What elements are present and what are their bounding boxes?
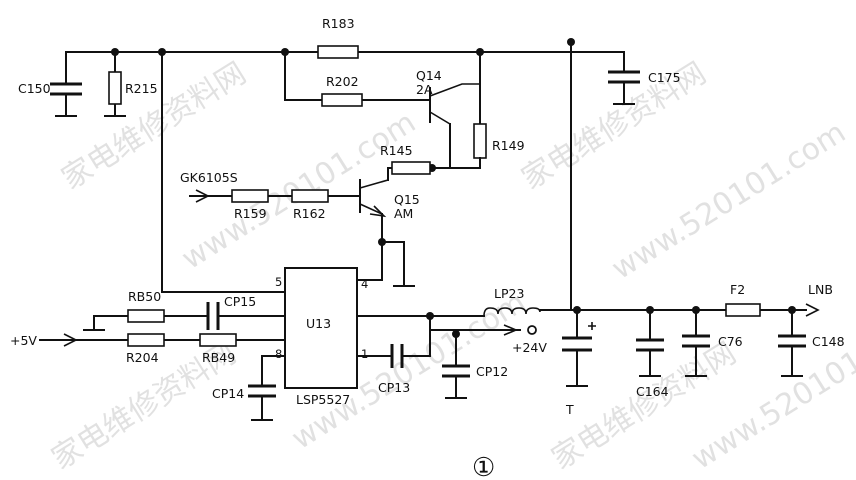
fuse-f2: F2 — [725, 282, 761, 317]
label-cp14: CP14 — [212, 386, 244, 401]
label-rb49: RB49 — [202, 350, 235, 365]
label-lsp5527: LSP5527 — [296, 392, 350, 407]
label-c76: C76 — [718, 334, 743, 349]
pin-1: 1 — [361, 347, 368, 361]
capacitor-cp14: CP14 — [212, 355, 286, 421]
resistor-r183: R183 — [317, 16, 359, 59]
capacitor-c175: C175 — [608, 70, 681, 105]
label-cp15: CP15 — [224, 294, 256, 309]
top-rail — [65, 38, 625, 73]
transistor-q14: Q14 2A — [416, 51, 481, 125]
label-r145: R145 — [380, 143, 413, 158]
label-c148: C148 — [812, 334, 845, 349]
transistor-q15: Q15 AM — [359, 179, 420, 287]
label-c163-partial: T — [565, 402, 574, 417]
label-plus24v: +24V — [512, 340, 547, 355]
label-plus5v: +5V — [10, 333, 37, 348]
resistor-r215: R215 — [104, 51, 158, 117]
pin-5: 5 — [275, 275, 282, 289]
label-u13: U13 — [306, 316, 331, 331]
watermark-url: www.520101.com — [606, 115, 852, 287]
label-lp23: LP23 — [494, 286, 524, 301]
label-rb50: RB50 — [128, 289, 161, 304]
label-q15-type: AM — [394, 206, 413, 221]
resistor-r202: R202 — [284, 51, 431, 107]
capacitor-c164: C164 — [636, 306, 669, 399]
ic-u13: U13 LSP5527 5 4 8 1 — [275, 267, 383, 407]
capacitor-c150: C150 — [18, 51, 82, 117]
rb50-cp15: RB50 CP15 — [83, 289, 286, 331]
label-c150: C150 — [18, 81, 51, 96]
pin-8: 8 — [275, 347, 282, 361]
capacitor-c148: C148 — [778, 306, 845, 377]
label-r159: R159 — [234, 206, 267, 221]
resistor-r145: R145 — [380, 143, 431, 181]
capacitor-c76: C76 — [682, 306, 743, 377]
label-r183: R183 — [322, 16, 355, 31]
label-c175: C175 — [648, 70, 681, 85]
electrolytic-c163: T — [562, 41, 596, 417]
output-line: LP23 — [356, 286, 807, 320]
label-r149: R149 — [492, 138, 525, 153]
watermark-url: www.520101.com — [686, 305, 856, 477]
watermark-text: 家电维修资料网 — [516, 56, 713, 197]
lnb-output: LNB — [805, 282, 833, 317]
label-r202: R202 — [326, 74, 359, 89]
pin-4: 4 — [361, 277, 368, 291]
label-cp13: CP13 — [378, 380, 410, 395]
label-r204: R204 — [126, 350, 159, 365]
gk-input: GK6105S R159 R162 — [180, 170, 361, 221]
label-lnb: LNB — [808, 282, 833, 297]
label-f2: F2 — [730, 282, 745, 297]
label-r215: R215 — [125, 81, 158, 96]
watermark: 家电维修资料网 www.520101.com 家电维修资料网 www.52010… — [46, 56, 856, 477]
wire-pin5 — [161, 51, 286, 293]
label-r162: R162 — [293, 206, 326, 221]
plus5v-input: +5V R204 RB49 — [10, 333, 286, 365]
resistor-r149: R149 — [431, 123, 525, 169]
label-gk6105s: GK6105S — [180, 170, 238, 185]
label-q14-rating: 2A — [416, 82, 433, 97]
label-q15: Q15 — [394, 192, 420, 207]
label-c164: C164 — [636, 384, 669, 399]
label-q14: Q14 — [416, 68, 442, 83]
label-cp12: CP12 — [476, 364, 508, 379]
figure-number: ① — [472, 453, 495, 480]
plus24v-branch: +24V CP12 — [429, 324, 547, 399]
